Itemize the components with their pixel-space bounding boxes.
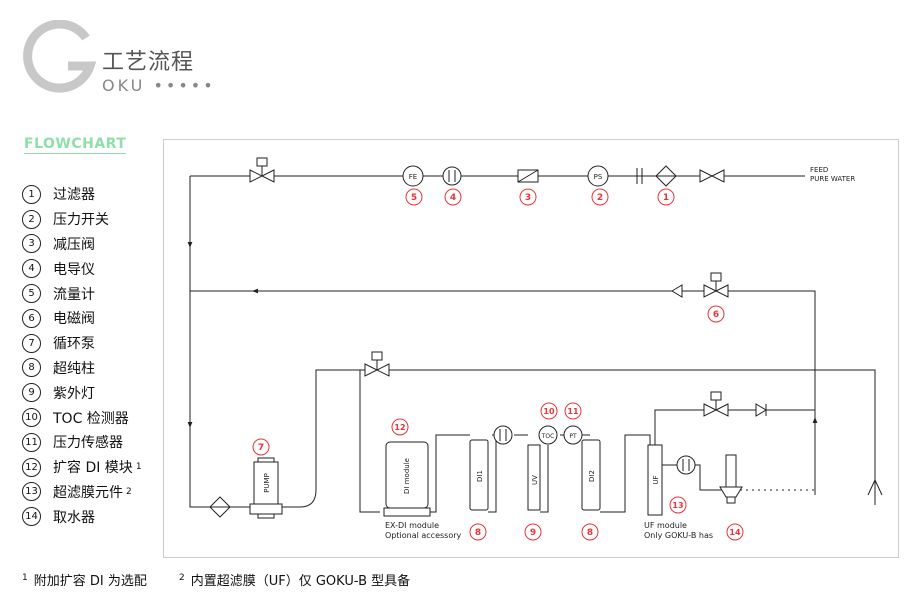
ex-di-caption-1: EX-DI module	[385, 521, 439, 530]
outlet-line	[867, 479, 883, 505]
marker-4-label: 4	[450, 193, 456, 203]
conductivity-out-icon	[676, 455, 696, 475]
di2-column-icon	[581, 439, 601, 511]
di-module-out-line	[428, 434, 470, 513]
marker-13-label: 13	[672, 501, 683, 510]
marker-2-label: 2	[597, 193, 603, 203]
pressure-reducer-icon	[517, 169, 539, 183]
uf-label: UF	[652, 475, 660, 484]
solenoid-valve-recirc-icon	[703, 272, 729, 298]
pump-line	[230, 369, 876, 508]
marker-14-label: 14	[729, 528, 741, 537]
di-module-label: DI module	[403, 458, 411, 494]
filter-bottom-icon	[209, 496, 231, 518]
pump-label: PUMP	[263, 473, 271, 493]
uf-caption-2: Only GOKU-B has	[644, 531, 713, 540]
marker-9	[524, 523, 542, 541]
flowmeter-gauge-icon	[402, 165, 424, 187]
pure-water-label: PURE WATER	[810, 175, 855, 183]
uf-caption-1: UF module	[644, 521, 687, 530]
di1-label: DI1	[476, 470, 484, 482]
marker-6-label: 6	[713, 310, 719, 320]
marker-10	[540, 402, 558, 420]
ps-label: PS	[594, 173, 603, 181]
feed-label: FEED	[810, 166, 828, 174]
left-return-line	[189, 176, 210, 508]
marker-8b-label: 8	[587, 528, 593, 538]
coupling-icon	[636, 168, 643, 184]
pump-icon	[249, 457, 283, 519]
marker-9-label: 9	[530, 528, 536, 538]
solenoid-valve-top-icon	[249, 157, 275, 183]
marker-10-label: 10	[543, 407, 555, 416]
marker-11-label: 11	[567, 407, 579, 416]
marker-12-label: 12	[394, 423, 405, 432]
marker-2	[591, 188, 609, 206]
conductivity-mid-icon	[493, 425, 513, 445]
marker-5	[405, 188, 423, 206]
logo-subtitle: OKU •••••	[102, 76, 216, 95]
uf-module-icon	[647, 444, 663, 516]
pressure-switch-gauge-icon	[587, 165, 609, 187]
di-module-base	[383, 507, 431, 517]
conductivity-top-icon	[442, 166, 462, 186]
marker-7	[252, 438, 270, 456]
toc-gauge-icon	[538, 425, 558, 445]
toc-label: TOC	[541, 433, 555, 440]
goku-logo-icon	[23, 20, 97, 93]
pt-label: PT	[569, 433, 577, 440]
filter-top-icon	[655, 165, 677, 187]
solenoid-valve-mid-icon	[364, 351, 390, 377]
marker-14	[726, 523, 744, 541]
ex-di-caption-2: Optional accessory	[385, 531, 462, 540]
marker-3	[519, 188, 537, 206]
marker-5-label: 5	[411, 193, 417, 203]
marker-4	[444, 188, 462, 206]
di-loop-line	[359, 370, 380, 513]
page-title: 工艺流程	[102, 50, 195, 75]
marker-7-label: 7	[258, 443, 264, 453]
marker-13	[669, 496, 687, 514]
solenoid-valve-uf-icon	[703, 391, 729, 417]
marker-8b	[581, 523, 599, 541]
check-valve-recirc-icon	[671, 284, 683, 298]
marker-6	[707, 305, 725, 323]
section-title-flowchart: FLOWCHART	[24, 136, 127, 154]
di1-column-icon	[469, 439, 489, 511]
check-valve-top-icon	[699, 169, 725, 183]
di2-label: DI2	[588, 470, 596, 482]
uv-lamp-icon	[527, 444, 541, 511]
check-valve-uf-icon	[755, 403, 767, 417]
marker-8a-label: 8	[475, 528, 481, 538]
dispenser-icon	[719, 454, 743, 504]
marker-12	[391, 418, 409, 436]
marker-3-label: 3	[525, 193, 531, 203]
marker-8a	[469, 523, 487, 541]
fe-label: FE	[409, 173, 417, 181]
marker-11	[564, 402, 582, 420]
pt-gauge-icon	[563, 425, 583, 445]
flowchart-diagram: FE PS FEED PURE WATER PUMP DI module DI1	[163, 139, 899, 558]
marker-1	[657, 188, 675, 206]
uv-label: UV	[531, 475, 539, 485]
marker-1-label: 1	[663, 193, 669, 203]
